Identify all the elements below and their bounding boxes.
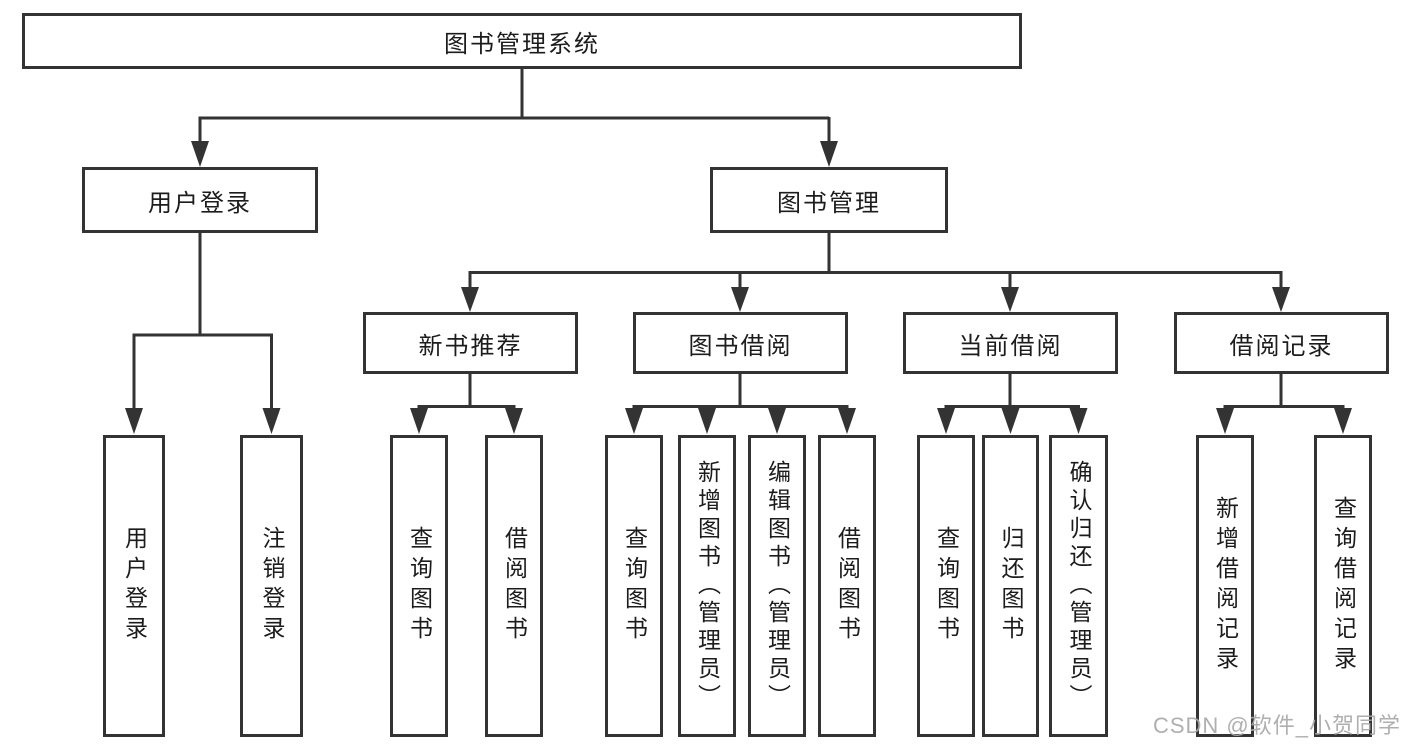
arrow-down-icon — [125, 408, 143, 434]
leaf-current-query-book: 查询图书 — [917, 435, 975, 737]
leaf-bookborrow-borrow-book-label: 借阅图书 — [834, 526, 861, 646]
arrow-down-icon — [625, 408, 643, 434]
connector-bookborrow-to-leaves — [632, 374, 849, 409]
leaf-bookborrow-query-book: 查询图书 — [605, 435, 663, 737]
leaf-newbook-query-book: 查询图书 — [390, 435, 448, 737]
watermark: CSDN @软件_小贺同学 — [1152, 713, 1401, 738]
node-root: 图书管理系统 — [22, 13, 1022, 69]
node-book-borrow-label: 图书借阅 — [688, 332, 793, 360]
arrow-down-icon — [262, 408, 281, 434]
leaf-bookborrow-add-book-admin: 新增图书（管理员） — [678, 435, 736, 737]
node-current-borrow-label: 当前借阅 — [958, 332, 1063, 360]
leaf-logout-label: 注销登录 — [259, 526, 285, 646]
node-book-borrow: 图书借阅 — [633, 312, 848, 374]
leaf-current-confirm-return-admin: 确认归还（管理员） — [1049, 435, 1108, 737]
arrow-down-icon — [1216, 408, 1234, 434]
arrow-down-icon — [838, 408, 856, 434]
connector-line — [132, 68, 1345, 409]
leaf-records-query-record-label: 查询借阅记录 — [1330, 496, 1357, 676]
node-user-login: 用户登录 — [82, 167, 318, 233]
node-user-login-label: 用户登录 — [148, 189, 252, 217]
leaf-bookborrow-edit-book-admin: 编辑图书（管理员） — [748, 435, 806, 737]
leaf-records-add-record: 新增借阅记录 — [1196, 435, 1254, 737]
arrow-down-icon — [461, 287, 479, 312]
node-book-management-label: 图书管理 — [777, 189, 881, 217]
leaf-bookborrow-add-book-admin-label: 新增图书（管理员） — [694, 460, 721, 712]
leaf-logout: 注销登录 — [240, 435, 303, 737]
leaf-records-add-record-label: 新增借阅记录 — [1212, 496, 1239, 676]
leaf-bookborrow-borrow-book: 借阅图书 — [818, 435, 876, 737]
leaf-records-query-record: 查询借阅记录 — [1314, 435, 1372, 737]
connector-records-to-leaves — [1223, 374, 1345, 409]
leaf-current-confirm-return-admin-label: 确认归还（管理员） — [1066, 460, 1092, 712]
arrow-down-icon — [937, 408, 955, 434]
leaf-bookborrow-edit-book-admin-label: 编辑图书（管理员） — [764, 460, 791, 712]
leaf-user-login: 用户登录 — [103, 435, 165, 737]
arrow-down-icon — [1334, 408, 1352, 434]
arrow-down-icon — [820, 141, 838, 167]
arrow-down-icon — [731, 287, 749, 312]
node-new-book-recommend-label: 新书推荐 — [418, 332, 523, 360]
leaf-newbook-borrow-book-label: 借阅图书 — [501, 526, 528, 646]
leaf-current-return-book-label: 归还图书 — [998, 526, 1024, 646]
node-borrow-records: 借阅记录 — [1174, 312, 1389, 374]
arrow-down-icon — [505, 408, 523, 434]
arrow-down-icon — [698, 408, 716, 434]
connector-mgmt-to-level3 — [468, 233, 1283, 288]
node-borrow-records-label: 借阅记录 — [1229, 332, 1334, 360]
connector-currentborrow-to-leaves — [944, 374, 1080, 409]
arrow-down-icon — [768, 408, 786, 434]
connector-root-to-level2 — [198, 68, 831, 142]
connector-login-to-leaves — [132, 233, 273, 409]
arrow-down-icon — [1272, 287, 1290, 312]
leaf-bookborrow-query-book-label: 查询图书 — [621, 526, 648, 646]
leaf-newbook-query-book-label: 查询图书 — [406, 526, 433, 646]
node-book-management: 图书管理 — [710, 167, 948, 233]
leaf-user-login-label: 用户登录 — [121, 526, 148, 646]
leaf-current-query-book-label: 查询图书 — [933, 526, 960, 646]
arrow-down-icon — [1001, 287, 1019, 312]
arrow-down-icon — [191, 141, 209, 167]
connector-newbook-to-leaves — [417, 374, 516, 409]
arrow-down-icon — [1001, 408, 1020, 434]
node-root-label: 图书管理系统 — [444, 30, 600, 58]
node-current-borrow: 当前借阅 — [903, 312, 1118, 374]
node-new-book-recommend: 新书推荐 — [363, 312, 578, 374]
arrow-down-icon — [1069, 408, 1088, 434]
arrow-down-icon — [410, 408, 428, 434]
leaf-newbook-borrow-book: 借阅图书 — [485, 435, 543, 737]
leaf-current-return-book: 归还图书 — [982, 435, 1039, 737]
